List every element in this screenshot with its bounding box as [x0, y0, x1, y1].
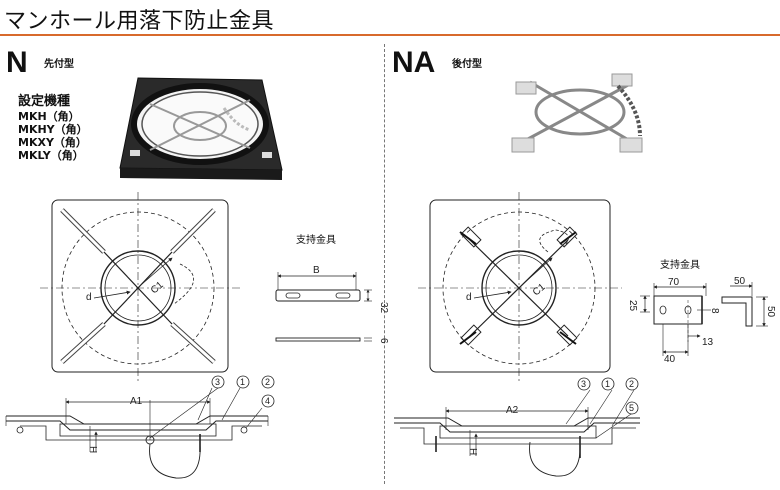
bracket-title-left: 支持金具 — [296, 235, 336, 246]
dim-d-left: d — [86, 292, 92, 303]
callout-1-left: 1 — [240, 377, 245, 387]
dim-50-side: 50 — [765, 306, 776, 318]
callout-4-left: 4 — [265, 396, 270, 406]
dim-6: 6 — [378, 338, 389, 344]
models-heading: 設定機種 — [18, 94, 71, 109]
bracket-title-right: 支持金具 — [660, 260, 700, 271]
model-item: MKXY（角） — [18, 136, 87, 149]
title-rule — [0, 34, 780, 36]
dim-c1-left: C1 — [149, 279, 166, 296]
model-item: MKHY（角） — [18, 123, 88, 136]
callout-1-right: 1 — [605, 379, 610, 389]
callout-5-right: 5 — [629, 403, 634, 413]
dim-a2: A2 — [506, 405, 519, 416]
section-view-n — [5, 387, 269, 479]
plan-view-n — [40, 192, 240, 382]
dim-h-left: H — [87, 446, 98, 453]
support-bracket-n — [275, 272, 372, 342]
callout-3-right: 3 — [581, 379, 586, 389]
page-title: マンホール用落下防止金具 — [4, 9, 275, 34]
dim-13: 13 — [702, 337, 714, 348]
dim-a1: A1 — [130, 396, 143, 407]
callout-3-left: 3 — [215, 377, 220, 387]
dim-c1-right: C1 — [531, 281, 548, 298]
section-divider — [384, 44, 385, 484]
dim-8: 8 — [709, 308, 720, 314]
model-item: MKH（角） — [18, 110, 80, 123]
dim-d-right: d — [466, 292, 472, 303]
dim-h-right: H — [467, 448, 478, 455]
dim-32: 32 — [378, 302, 389, 314]
dim-b: B — [313, 265, 320, 276]
callouts-right — [577, 377, 639, 415]
models-list: 設定機種 MKH（角） MKHY（角） MKXY（角） MKLY（角） — [18, 93, 88, 162]
dim-25: 25 — [627, 300, 638, 312]
callouts-left — [211, 375, 275, 408]
section-view-na — [394, 389, 640, 477]
callout-2-right: 2 — [629, 379, 634, 389]
callout-2-left: 2 — [265, 377, 270, 387]
model-item: MKLY（角） — [18, 149, 84, 162]
dim-50-top: 50 — [734, 276, 746, 287]
dim-40: 40 — [664, 354, 676, 365]
type-label-left: 先付型 — [44, 59, 74, 70]
dim-70: 70 — [668, 277, 680, 288]
product-photo-n — [119, 77, 283, 180]
product-photo-na — [511, 73, 643, 153]
type-label-right: 後付型 — [452, 59, 482, 70]
section-letter-na: NA — [392, 46, 436, 79]
section-letter-n: N — [6, 46, 28, 79]
support-bracket-na — [640, 282, 768, 356]
plan-view-na — [418, 192, 622, 382]
